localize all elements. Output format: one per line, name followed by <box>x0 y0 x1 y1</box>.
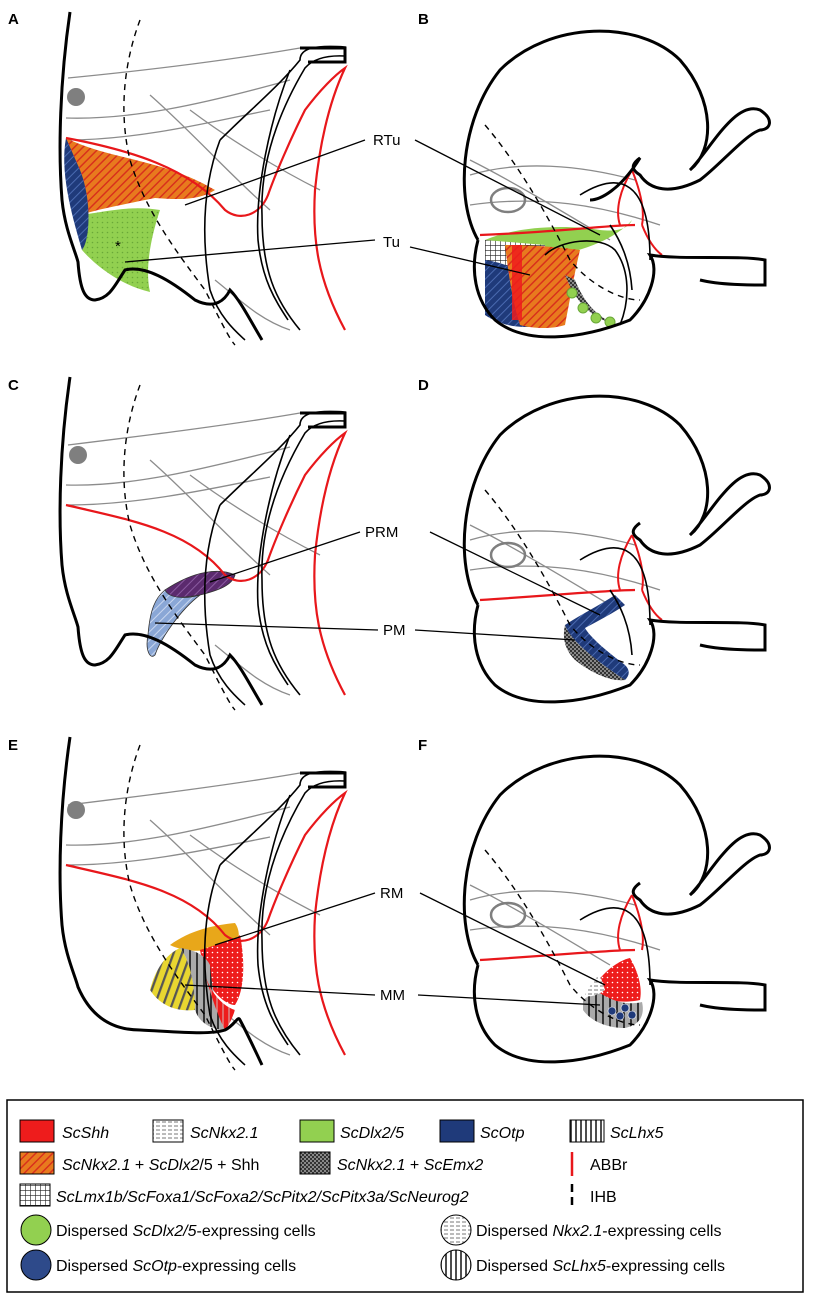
inner-outline <box>256 69 291 321</box>
inner-outline <box>204 139 246 341</box>
boundary-line <box>67 109 271 141</box>
legend-swatch-disp-otp <box>20 1249 52 1281</box>
label-rm: RM <box>380 885 403 902</box>
callouts-ef: RM MM <box>184 885 606 1006</box>
boundary-line <box>67 47 301 79</box>
inner-outline <box>609 224 633 291</box>
panel-e: E <box>8 736 348 1071</box>
legend-label-abbr: ABBr <box>590 1157 628 1174</box>
yellow-domain <box>150 948 195 1011</box>
boundary-line <box>65 79 291 119</box>
legend-label-lmx: ScLmx1b/ScFoxa1/ScFoxa2/ScPitx2/ScPitx3a… <box>56 1189 469 1206</box>
panel-d: D <box>418 377 771 704</box>
outer-outline <box>58 11 264 341</box>
abbr-line <box>479 588 636 602</box>
tu-domain <box>505 245 580 329</box>
abbr-line <box>65 429 348 696</box>
boundary-line <box>469 165 636 181</box>
gray-ring-marker <box>489 901 527 929</box>
abbr-line <box>479 948 636 962</box>
legend-label-disp-lhx: Dispersed ScLhx5-expressing cells <box>476 1258 725 1275</box>
legend-swatch-shh <box>19 1119 55 1143</box>
ihb-line <box>123 19 236 346</box>
emx-domain <box>563 625 625 681</box>
legend-swatch-combo2 <box>299 1151 331 1175</box>
legend-swatch-disp-nkx <box>440 1214 472 1246</box>
panel-c: C <box>8 376 348 711</box>
legend-label-dlx: ScDlx2/5 <box>340 1125 404 1142</box>
legend-label-combo1: ScNkx2.1 + ScDlx2/5 + Shh <box>62 1157 259 1174</box>
legend-label-disp-otp: Dispersed ScOtp-expressing cells <box>56 1258 296 1275</box>
legend-label-nkx: ScNkx2.1 <box>190 1125 258 1142</box>
legend-label-disp-nkx: Dispersed Nkx2.1-expressing cells <box>476 1223 721 1240</box>
legend-swatch-disp-dlx <box>20 1214 52 1246</box>
panel-f: F <box>418 737 771 1064</box>
label-tu: Tu <box>383 234 400 251</box>
abbr-line <box>617 534 663 621</box>
boundary-line <box>214 279 291 331</box>
abbr-line <box>617 169 663 256</box>
legend-label-otp: ScOtp <box>480 1125 525 1142</box>
legend-label-combo2: ScNkx2.1 + ScEmx2 <box>337 1157 483 1174</box>
callouts-cd: PRM PM <box>154 524 601 641</box>
pm-domain <box>146 589 201 657</box>
rtu-domain <box>66 138 215 215</box>
gray-ring-marker <box>489 541 527 569</box>
gray-ring-marker <box>489 186 527 214</box>
panel-letter-d: D <box>418 377 429 394</box>
abbr-line <box>479 223 636 237</box>
label-rtu: RTu <box>373 132 401 149</box>
emx-domain <box>565 275 620 325</box>
boundary-line <box>149 94 271 211</box>
nkx-domain <box>585 975 605 997</box>
panel-letter-a: A <box>8 11 19 28</box>
label-mm: MM <box>380 987 405 1004</box>
outer-outline <box>300 46 347 64</box>
callouts-ab: RTu Tu <box>124 132 601 276</box>
legend-label-ihb: IHB <box>590 1189 617 1206</box>
boundary-line <box>469 200 661 226</box>
panel-letter-f: F <box>418 737 427 754</box>
gray-marker <box>67 801 85 819</box>
inner-outline <box>544 240 628 326</box>
legend-swatch-dlx <box>299 1119 335 1143</box>
otp-domain <box>64 138 89 250</box>
legend-label-shh: ScShh <box>62 1125 109 1142</box>
panel-letter-c: C <box>8 377 19 394</box>
legend-swatch-nkx <box>152 1119 184 1143</box>
legend: ScShh ScNkx2.1 ScDlx2/5 ScOtp ScLhx5 ScN… <box>6 1099 804 1293</box>
legend-label-lhx: ScLhx5 <box>610 1125 663 1142</box>
shh-stripe <box>512 245 522 320</box>
gray-marker <box>67 88 85 106</box>
rm-domain <box>595 958 641 1002</box>
legend-swatch-disp-lhx <box>440 1249 472 1281</box>
gray-marker <box>69 446 87 464</box>
panel-letter-e: E <box>8 737 18 754</box>
legend-swatch-combo1 <box>19 1151 55 1175</box>
mm-shh-domain <box>205 975 235 1030</box>
inner-outline <box>579 182 651 261</box>
outer-outline <box>462 29 771 241</box>
legend-frame <box>6 1099 804 1293</box>
legend-swatch-lhx <box>569 1119 605 1143</box>
legend-swatch-otp <box>439 1119 475 1143</box>
asterisk: * <box>115 238 121 255</box>
mm-domain <box>180 948 225 1030</box>
legend-swatch-lmx <box>19 1183 51 1207</box>
panel-b: B <box>418 11 771 339</box>
label-prm: PRM <box>365 524 398 541</box>
boundary-line <box>189 109 321 191</box>
panel-letter-b: B <box>418 11 429 28</box>
label-pm: PM <box>383 622 406 639</box>
outer-outline <box>472 239 767 339</box>
panel-a: A * <box>8 11 348 346</box>
inner-outline <box>219 45 346 331</box>
legend-label-disp-dlx: Dispersed ScDlx2/5-expressing cells <box>56 1223 316 1240</box>
abbr-line <box>617 894 644 951</box>
